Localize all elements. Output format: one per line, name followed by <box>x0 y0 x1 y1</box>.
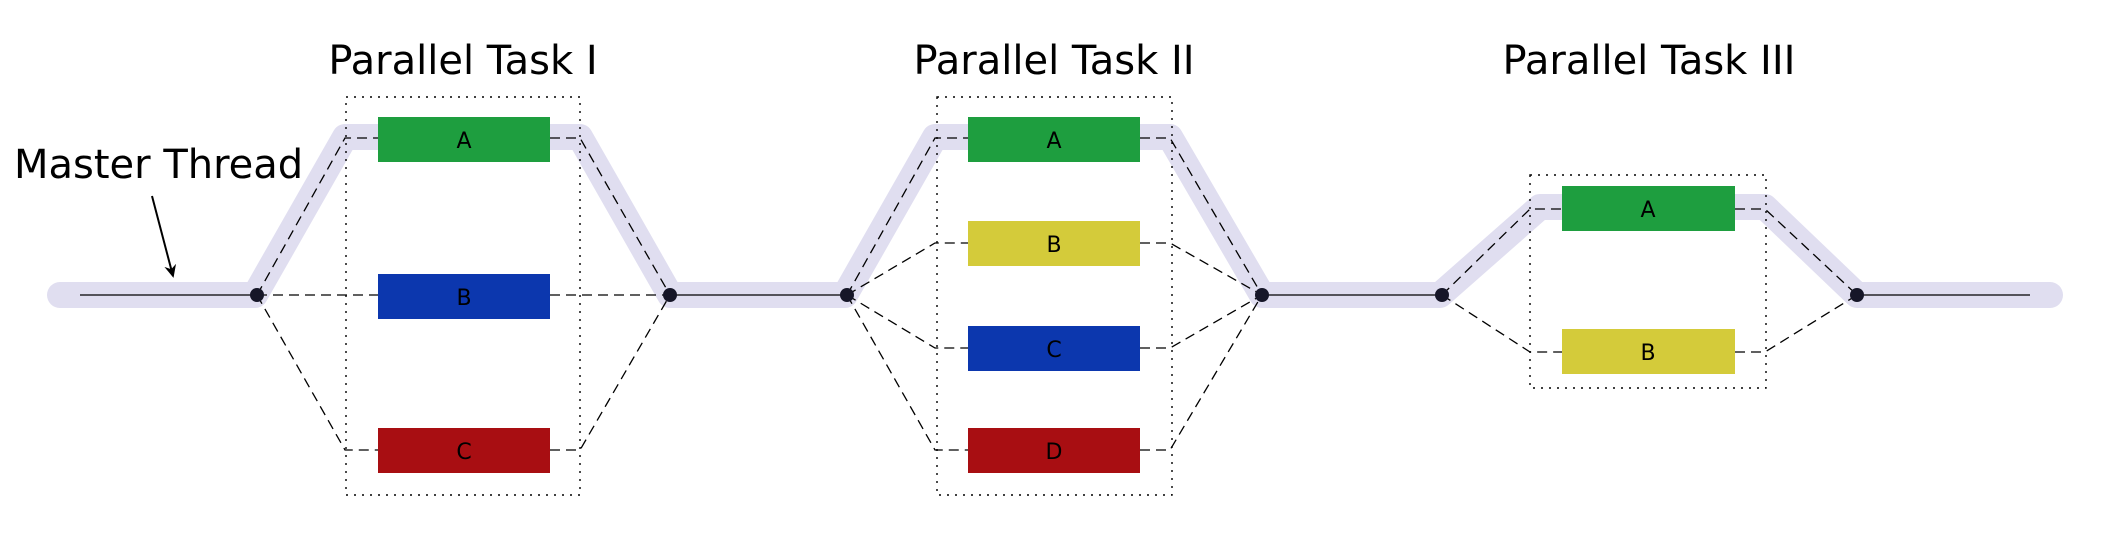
task-box-3-b <box>1562 329 1735 374</box>
group-title-2: Parallel Task II <box>913 38 1194 84</box>
task-box-2-d <box>968 428 1140 473</box>
parallel-task-group-3: Parallel Task III A B <box>1441 38 1858 389</box>
task-box-1-c <box>378 428 550 473</box>
edge-fork-2-c <box>846 294 968 349</box>
task-box-3-a <box>1562 186 1735 231</box>
fork-node-2 <box>840 288 854 302</box>
task-label-1-a: A <box>456 129 471 154</box>
edge-fork-2-a <box>846 137 968 296</box>
task-label-2-d: D <box>1046 440 1063 465</box>
parallel-task-group-1: Parallel Task I A B C <box>256 38 671 496</box>
task-box-1-b <box>378 274 550 319</box>
task-label-2-a: A <box>1046 129 1061 154</box>
edge-fork-2-b <box>846 242 968 296</box>
task-label-1-b: B <box>456 286 471 311</box>
fork-node-3 <box>1435 288 1449 302</box>
join-node-2 <box>1255 288 1269 302</box>
edge-fork-1-a <box>256 137 378 296</box>
task-label-2-b: B <box>1046 233 1061 258</box>
master-thread-label: Master Thread <box>14 142 303 188</box>
edge-fork-3-a <box>1441 208 1562 296</box>
edge-fork-1-c <box>256 294 378 451</box>
edge-join-1-c <box>550 294 671 451</box>
task-label-2-c: C <box>1046 338 1061 363</box>
edge-join-3-a <box>1735 208 1858 296</box>
edge-join-2-a <box>1140 137 1263 296</box>
group-title-3: Parallel Task III <box>1503 38 1796 84</box>
join-node-3 <box>1850 288 1864 302</box>
edge-join-2-b <box>1140 242 1263 296</box>
edge-join-3-b <box>1735 294 1858 353</box>
master-thread-arrow <box>151 195 177 278</box>
edge-join-2-d <box>1140 294 1263 451</box>
group-box-2 <box>936 96 1173 496</box>
group-box-1 <box>345 96 581 496</box>
join-node-1 <box>663 288 677 302</box>
task-box-2-a <box>968 117 1140 162</box>
task-label-1-c: C <box>456 440 471 465</box>
edge-fork-3-b <box>1441 294 1562 353</box>
task-box-2-b <box>968 221 1140 266</box>
group-title-1: Parallel Task I <box>328 38 597 84</box>
edge-join-1-a <box>550 137 671 296</box>
task-box-2-c <box>968 326 1140 371</box>
task-label-3-a: A <box>1640 198 1655 223</box>
parallel-task-group-2: Parallel Task II A B C D <box>846 38 1263 496</box>
fork-node-1 <box>250 288 264 302</box>
task-label-3-b: B <box>1640 341 1655 366</box>
edge-join-2-c <box>1140 294 1263 349</box>
edge-fork-2-d <box>846 294 968 451</box>
task-box-1-a <box>378 117 550 162</box>
